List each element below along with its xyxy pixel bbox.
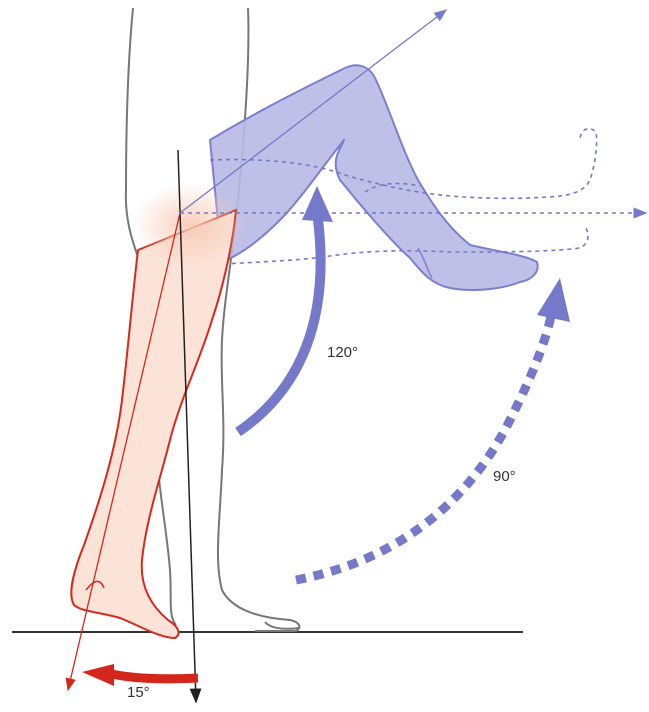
- flexion-angle-label: 120°: [327, 345, 358, 360]
- flexed-leg: [210, 65, 538, 290]
- extended-leg: [71, 210, 236, 638]
- extension-angle-label: 15°: [127, 685, 150, 700]
- flexion-90-dashed-arrow: [296, 278, 570, 580]
- passive-flexion-angle-label: 90°: [493, 469, 516, 484]
- hip-joint-highlight: [132, 183, 248, 267]
- extension-15-arrow: [82, 664, 198, 686]
